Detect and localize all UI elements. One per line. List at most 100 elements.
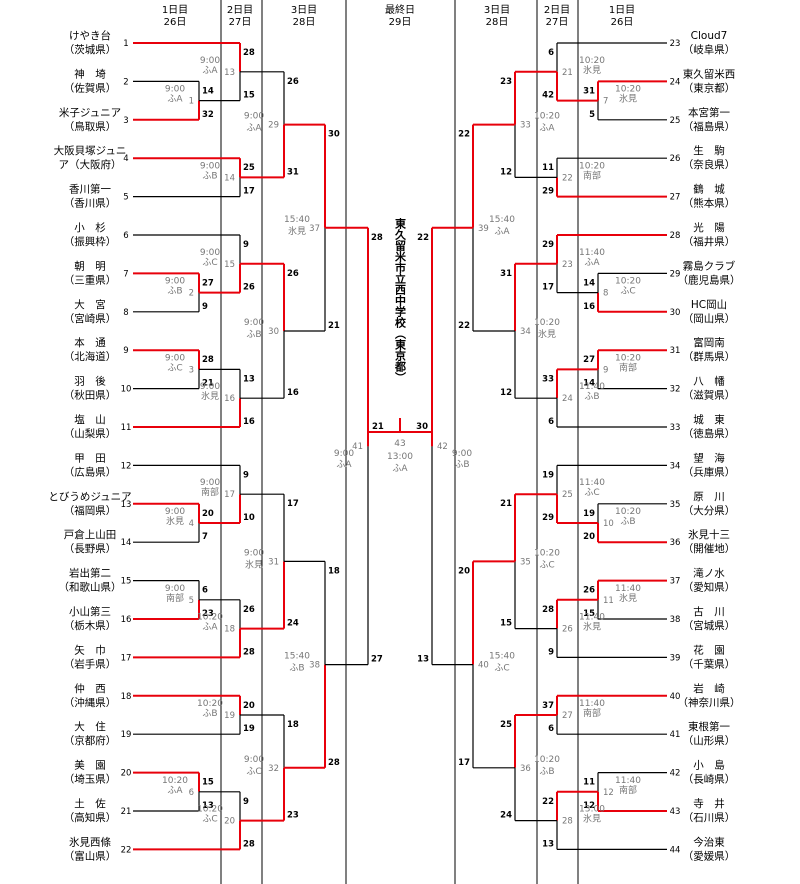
team-name: HC岡山 xyxy=(691,299,727,311)
match-venue: 氷見 xyxy=(583,813,601,825)
team-name: 神 埼 xyxy=(74,67,106,80)
header-date: 26日 xyxy=(611,17,634,28)
seed-number: 15 xyxy=(121,577,132,587)
score: 37 xyxy=(542,701,554,711)
score: 23 xyxy=(202,609,214,619)
seed-number: 33 xyxy=(670,423,681,433)
team-name: 氷見十三 xyxy=(688,528,730,541)
seed-number: 13 xyxy=(121,500,132,510)
seed-number: 27 xyxy=(670,193,681,203)
team-name: 矢 巾 xyxy=(74,643,106,656)
team-prefecture: （埼玉県） xyxy=(64,773,117,786)
seed-number: 41 xyxy=(670,730,681,740)
seed-number: 35 xyxy=(670,500,681,510)
match-time: 9:00 xyxy=(334,449,354,459)
score: 9 xyxy=(243,797,249,807)
team-prefecture: （茨城県） xyxy=(64,43,117,56)
score: 21 xyxy=(328,321,340,331)
seed-number: 9 xyxy=(123,346,128,356)
match-time: 11:40 xyxy=(579,613,605,623)
score: 31 xyxy=(287,167,299,177)
match-number: 36 xyxy=(520,764,531,774)
match-venue: 氷見 xyxy=(619,93,637,105)
score: 26 xyxy=(287,77,299,87)
match-number: 40 xyxy=(478,661,489,671)
match-venue: ふC xyxy=(584,487,599,498)
seed-number: 18 xyxy=(121,692,132,702)
team-name: 古 川 xyxy=(693,605,725,618)
score: 26 xyxy=(287,269,299,279)
team-prefecture: （岐阜県） xyxy=(683,43,736,56)
match-number: 4 xyxy=(189,519,194,529)
header-date: 27日 xyxy=(546,17,569,28)
seed-number: 25 xyxy=(670,116,681,126)
score: 10 xyxy=(243,513,255,523)
seed-number: 3 xyxy=(123,116,128,126)
seed-number: 37 xyxy=(670,577,681,587)
header-date: 28日 xyxy=(293,17,316,28)
match-time: 9:00 xyxy=(165,85,185,95)
match-time: 11:40 xyxy=(579,699,605,709)
match-number: 33 xyxy=(520,121,531,131)
score: 9 xyxy=(202,302,208,312)
score: 19 xyxy=(542,470,554,480)
team-name: 花 園 xyxy=(693,643,725,656)
match-venue: ふA xyxy=(494,226,510,237)
match-venue: ふB xyxy=(167,286,182,297)
team-name: 城 東 xyxy=(693,413,725,426)
match-number: 7 xyxy=(603,97,608,107)
seed-number: 1 xyxy=(123,39,128,49)
seed-number: 43 xyxy=(670,807,681,817)
score: 14 xyxy=(202,86,214,96)
score: 23 xyxy=(500,77,512,87)
team-prefecture: （東京都） xyxy=(683,81,736,94)
score: 6 xyxy=(548,48,554,58)
match-venue: 南部 xyxy=(201,486,219,498)
score: 9 xyxy=(548,647,554,657)
header-day: 1日目 xyxy=(609,5,635,16)
score: 28 xyxy=(243,48,255,58)
score: 20 xyxy=(458,566,470,576)
match-time: 9:00 xyxy=(200,382,220,392)
match-number: 17 xyxy=(224,490,235,500)
team-name: 東久留米西 xyxy=(683,67,736,80)
match-venue: ふA xyxy=(202,622,218,633)
match-venue: ふB xyxy=(246,329,261,340)
match-number: 1 xyxy=(189,97,194,107)
score: 17 xyxy=(287,499,299,509)
score: 22 xyxy=(542,797,554,807)
score: 31 xyxy=(583,86,595,96)
team-name: 甲 田 xyxy=(74,452,106,464)
seed-number: 38 xyxy=(670,615,681,625)
header-date: 29日 xyxy=(389,17,412,28)
match-number: 19 xyxy=(224,711,235,721)
match-time: 9:00 xyxy=(200,478,220,488)
seed-number: 20 xyxy=(121,769,132,779)
score: 12 xyxy=(500,167,512,177)
score: 18 xyxy=(287,720,299,730)
score: 20 xyxy=(583,532,595,542)
team-prefecture: ア（大阪府） xyxy=(59,158,122,171)
team-prefecture: （岩手県） xyxy=(64,657,117,670)
team-name: 小 杉 xyxy=(74,221,106,234)
seed-number: 36 xyxy=(670,538,681,548)
team-prefecture: （長野県） xyxy=(64,543,117,555)
team-name: 岩 崎 xyxy=(693,682,725,695)
team-name: 滝ノ水 xyxy=(693,568,725,580)
team-prefecture: （石川県） xyxy=(683,812,736,824)
score: 28 xyxy=(202,355,214,365)
score: 16 xyxy=(583,302,595,312)
seed-number: 44 xyxy=(670,845,681,855)
score: 20 xyxy=(202,509,214,519)
match-time: 9:00 xyxy=(244,318,264,328)
team-name: 美 園 xyxy=(74,759,106,772)
match-venue: ふB xyxy=(202,170,217,181)
score: 17 xyxy=(542,283,554,293)
match-time: 10:20 xyxy=(534,755,560,765)
score: 19 xyxy=(243,724,255,734)
seed-number: 12 xyxy=(121,461,132,471)
score: 21 xyxy=(500,499,512,509)
score: 14 xyxy=(583,278,595,288)
match-time: 10:20 xyxy=(615,507,641,517)
score: 7 xyxy=(202,532,208,542)
